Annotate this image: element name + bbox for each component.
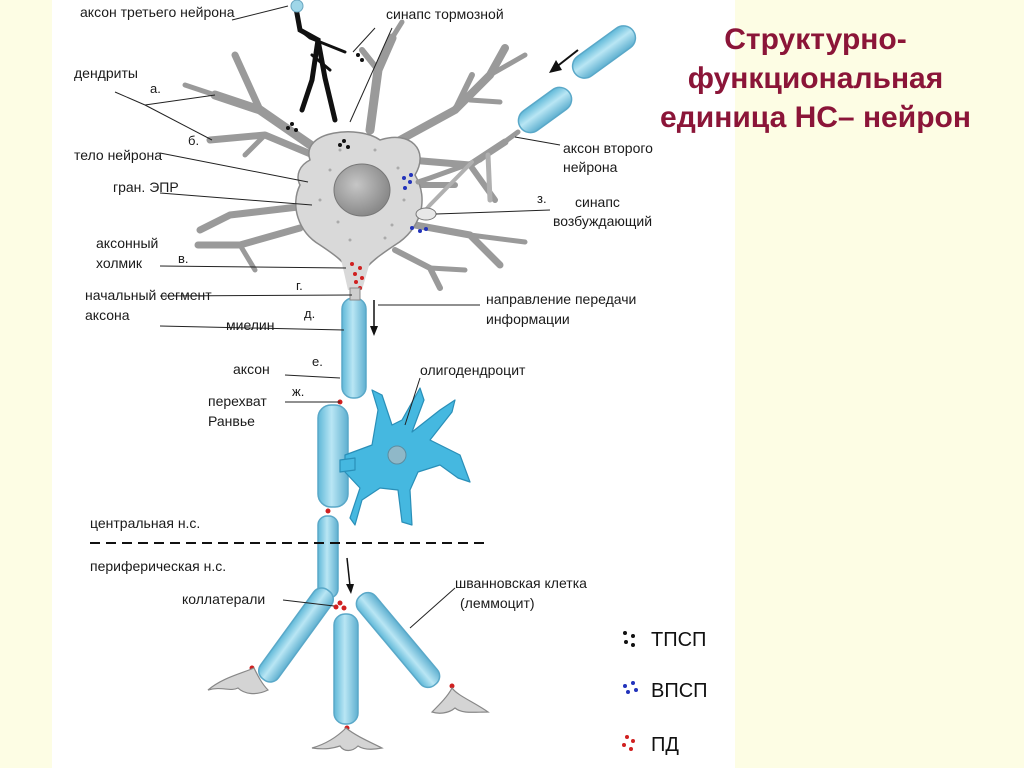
- label-myelin: миелин: [226, 317, 275, 333]
- label-direction-1: направление передачи: [486, 291, 636, 307]
- letter-d: д.: [304, 306, 315, 321]
- oligodendrocyte: [339, 387, 471, 526]
- pd-dots-hillock: [350, 262, 364, 290]
- label-axon: аксон: [233, 361, 270, 377]
- tpsp-dots: [286, 53, 364, 149]
- letter-g: г.: [296, 278, 303, 293]
- label-axon-third-neuron: аксон третьего нейрона: [80, 4, 235, 20]
- excitatory-synapse-terminal: [415, 207, 437, 221]
- label-axon-second-1: аксон второго: [563, 140, 653, 156]
- label-granular-er: гран. ЭПР: [113, 179, 179, 195]
- letter-b: б.: [188, 133, 199, 148]
- label-synapse-excitatory-2: возбуждающий: [553, 213, 652, 229]
- legend-label-pd: ПД: [651, 734, 679, 756]
- letter-z: з.: [537, 191, 547, 206]
- third-neuron-axon: [293, 5, 347, 123]
- label-dendrites: дендриты: [74, 65, 138, 81]
- letter-v: в.: [178, 251, 189, 266]
- label-axon-hillock-2: холмик: [96, 255, 143, 271]
- legend: ТПСП ВПСП ПД: [622, 629, 708, 756]
- letter-e: е.: [312, 354, 323, 369]
- second-neuron-axon: [517, 25, 637, 134]
- label-axon-second-2: нейрона: [563, 159, 618, 175]
- second-axon-arrow: [549, 60, 562, 73]
- myelin-segment: [333, 613, 359, 725]
- axon-terminals: [207, 667, 490, 752]
- label-synapse-inhibitory: синапс тормозной: [386, 6, 504, 22]
- main-axon: [257, 297, 441, 725]
- myelin-segment: [317, 515, 339, 599]
- slide-title-line-1: Структурно-: [724, 23, 907, 56]
- direction-arrow: [370, 326, 378, 336]
- label-ranvier-2: Ранвье: [208, 413, 255, 429]
- label-axon-hillock-1: аксонный: [96, 235, 158, 251]
- label-direction-2: информации: [486, 311, 570, 327]
- leader-lines: [114, 5, 561, 629]
- label-ranvier-1: перехват: [208, 393, 267, 409]
- label-soma: тело нейрона: [74, 147, 162, 163]
- dendrites: [182, 19, 528, 291]
- label-cns: центральная н.с.: [90, 515, 200, 531]
- pns-direction-arrow: [346, 584, 354, 594]
- label-synapse-excitatory-1: синапс: [575, 194, 620, 210]
- myelin-segment: [341, 297, 367, 399]
- axon-initial-segment: [349, 287, 361, 301]
- legend-item-pd: ПД: [622, 734, 679, 756]
- legend-label-vpsp: ВПСП: [651, 680, 708, 702]
- label-collaterals: коллатерали: [182, 591, 265, 607]
- label-initial-segment-2: аксона: [85, 307, 130, 323]
- label-initial-segment-1: начальный сегмент: [85, 287, 212, 303]
- granular-er: [318, 148, 406, 242]
- letter-zh: ж.: [292, 384, 304, 399]
- legend-label-tpsp: ТПСП: [651, 629, 706, 651]
- legend-item-tpsp: ТПСП: [623, 629, 706, 651]
- vpsp-dots: [402, 173, 428, 233]
- myelin-segment: [355, 591, 441, 689]
- slide-title-line-3: единица НС– нейрон: [660, 101, 971, 134]
- label-schwann-1: шванновская клетка: [455, 575, 587, 591]
- legend-item-vpsp: ВПСП: [623, 680, 708, 702]
- oligodendrocyte-nucleus: [387, 445, 407, 465]
- label-schwann-2: (леммоцит): [460, 595, 535, 611]
- myelin-segment: [317, 404, 349, 508]
- myelin-segment: [257, 587, 335, 683]
- nucleus: [333, 163, 391, 217]
- label-oligodendrocyte: олигодендроцит: [420, 362, 526, 378]
- slide-title: Структурно- функциональная единица НС– н…: [618, 20, 1013, 137]
- third-neuron-axon-end: [290, 0, 304, 13]
- slide-title-line-2: функциональная: [687, 62, 944, 95]
- labels: аксон третьего нейрона синапс тормозной …: [74, 4, 653, 611]
- label-pns: периферическая н.с.: [90, 558, 226, 574]
- letter-a: а.: [150, 81, 161, 96]
- second-axon-terminal: [415, 129, 521, 185]
